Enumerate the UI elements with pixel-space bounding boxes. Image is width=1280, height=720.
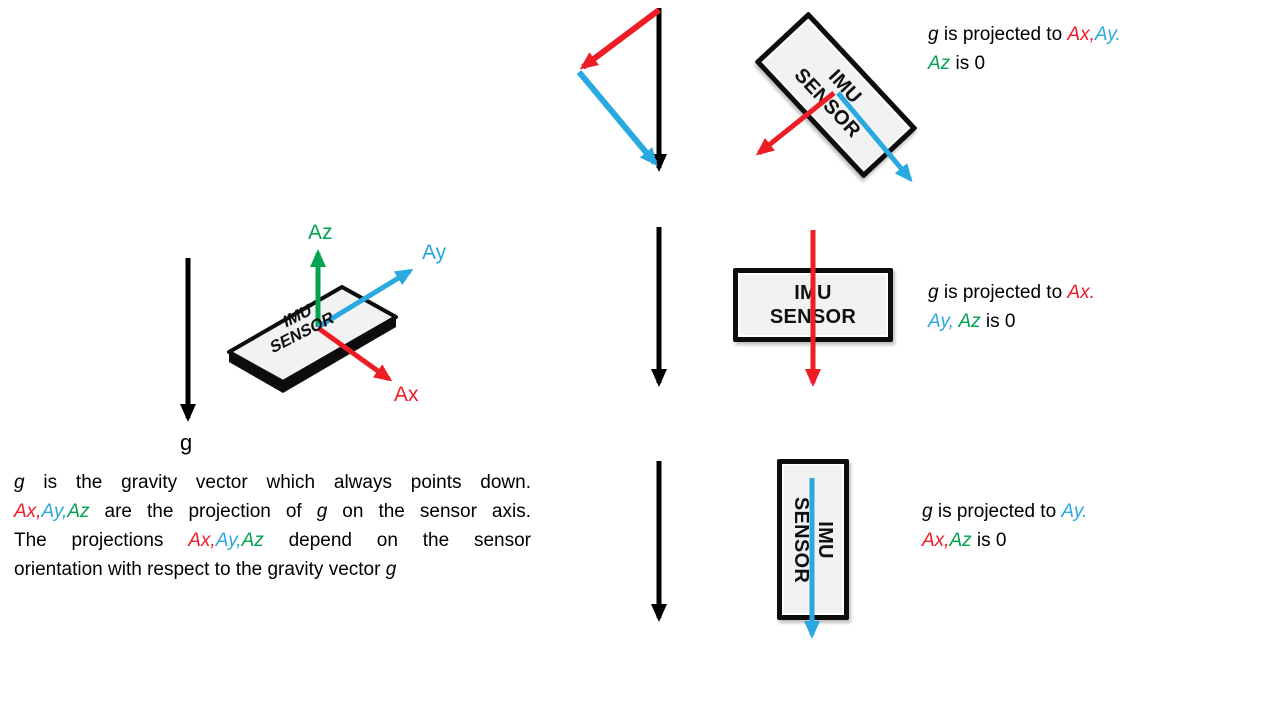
ax-axis-label: Ax [394,383,419,406]
imu-label-line1: IMU [794,282,832,304]
az-axis-label: Az [308,221,333,244]
imu-sensor-slab-label: IMU SENSOR [238,279,361,371]
explanation-paragraph: g is the gravity vector which always poi… [14,472,531,580]
imu-label-line2: SENSOR [769,306,857,328]
imu-sensor-label: IMU SENSOR [770,281,856,329]
imu-sensor-box-tilted: IMU SENSOR [754,11,918,179]
imu-sensor-label: IMU SENSOR [789,47,883,143]
caption-vertical-sensor: g is projected to Ay.Ax,Az is 0 [922,501,1088,551]
ax-axis-arrow-icon [316,325,393,382]
imu-label-line2: SENSOR [790,496,812,583]
caption-tilted-sensor: g is projected to Ax,Ay.Az is 0 [928,24,1121,74]
ay-component-arrow-icon [576,70,658,167]
caption-flat-sensor: g is projected to Ax.Ay, Az is 0 [928,282,1095,332]
imu-sensor-box-vertical: IMU SENSOR [777,459,849,620]
ay-axis-label: Ay [422,241,447,264]
imu-sensor-box-flat: IMU SENSOR [733,268,893,342]
ax-component-arrow-icon [579,7,661,70]
imu-sensor-label: IMU SENSOR [789,460,837,620]
imu-label-line1: IMU [814,520,836,559]
gravity-label: g [180,430,193,455]
